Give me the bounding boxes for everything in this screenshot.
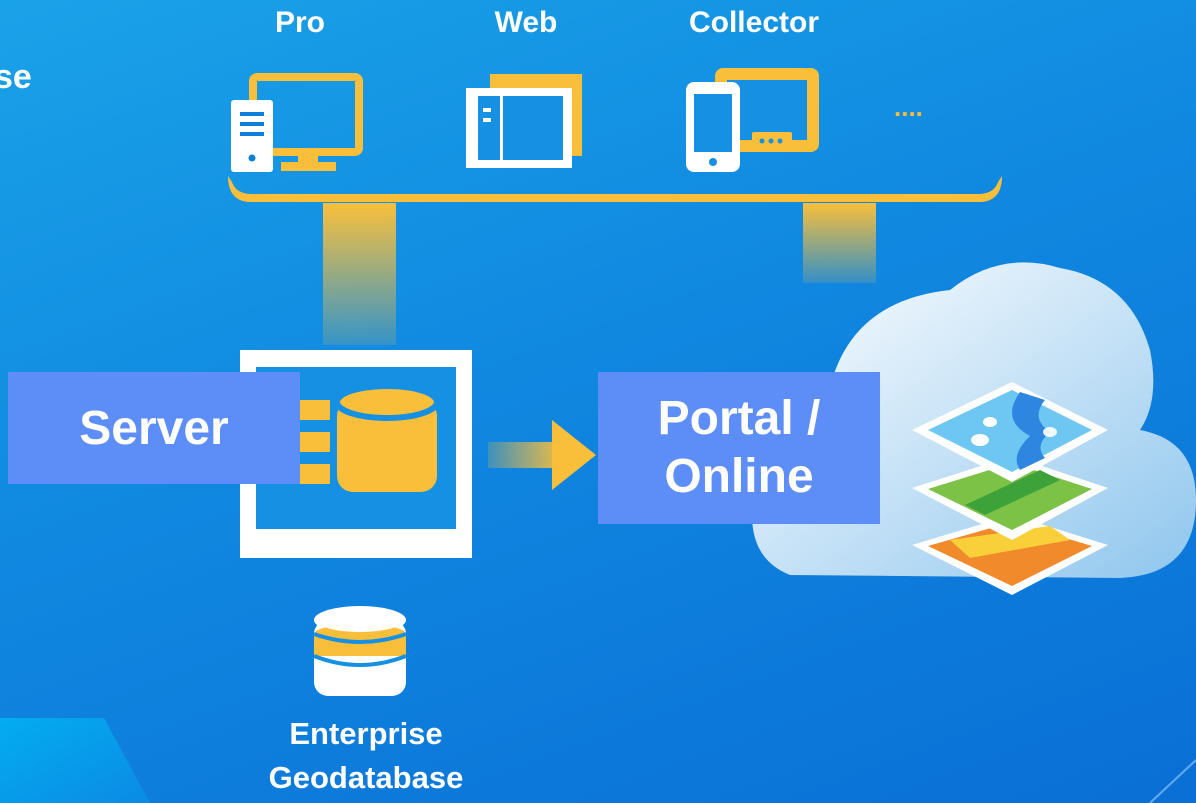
geodatabase-label: Enterprise Geodatabase	[226, 712, 506, 800]
mobile-tablet-icon	[686, 68, 819, 172]
client-label-web: Web	[494, 6, 558, 39]
portal-label: Portal / Online	[598, 372, 880, 524]
portal-label-line2: Online	[664, 450, 814, 503]
more-clients-indicator: ....	[894, 92, 923, 122]
client-label-pro: Pro	[274, 6, 325, 39]
geodatabase-label-line2: Geodatabase	[268, 760, 464, 795]
browser-icon	[466, 74, 582, 168]
client-label-collector: Collector	[688, 6, 820, 39]
corner-text: se	[0, 58, 32, 96]
desktop-icon	[231, 73, 363, 172]
map-layers-icon	[912, 382, 1108, 595]
server-to-portal-arrow	[488, 420, 596, 490]
client-shelf	[228, 176, 1002, 202]
corner-decoration	[0, 718, 150, 803]
geodatabase-label-line1: Enterprise	[289, 716, 443, 751]
corner-decoration-line	[1149, 759, 1196, 803]
shelf-pillar-right	[803, 203, 876, 283]
shelf-pillar-left	[323, 203, 396, 345]
portal-label-line1: Portal /	[657, 392, 821, 445]
server-label: Server	[8, 372, 300, 484]
database-icon	[313, 606, 407, 696]
